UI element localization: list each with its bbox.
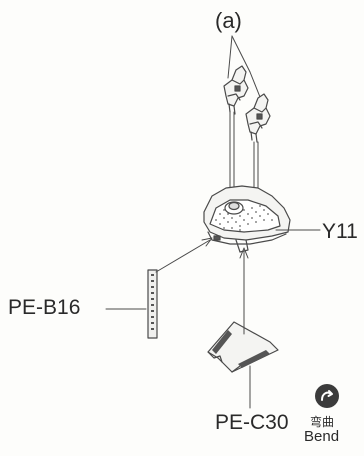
clip-part-2 [245,93,271,143]
pe-c30-arrow [239,247,249,335]
bend-arrow-icon [315,384,339,408]
callout-a-label: (a) [215,8,242,33]
part-label-pe-b16: PE-B16 [8,296,81,319]
bend-label-english: Bend [304,428,340,445]
clip-part-1 [223,65,249,115]
bend-label-chinese: 弯曲 [310,415,335,429]
pe-c30-card [207,321,279,373]
pe-b16-arrow [155,237,213,273]
bend-note: 弯曲 Bend [303,384,351,452]
y11-frame [203,185,291,253]
pe-b16-strip [147,269,158,339]
part-label-pe-c30: PE-C30 [215,411,289,434]
part-label-y11: Y11 [322,220,358,243]
